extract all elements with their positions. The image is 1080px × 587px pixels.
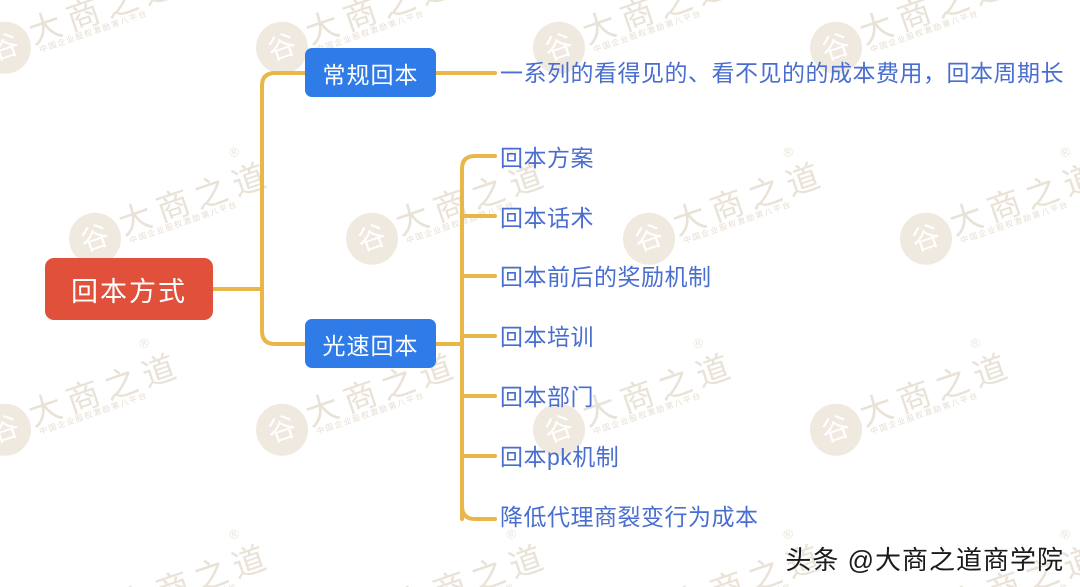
leaf-label-reward-mechanism[interactable]: 回本前后的奖励机制 (500, 264, 712, 290)
leaf-label-payback-department[interactable]: 回本部门 (500, 384, 594, 410)
leaf-label-regular-cost-description[interactable]: 一系列的看得见的、看不见的的成本费用，回本周期长 (500, 60, 1064, 86)
leaf-label-reduce-agent-fission-cost[interactable]: 降低代理商裂变行为成本 (500, 504, 759, 530)
branch-node-lightspeed-payback[interactable]: 光速回本 (305, 319, 436, 368)
leaf-label-payback-script[interactable]: 回本话术 (500, 205, 594, 231)
leaf-label-payback-pk-mechanism[interactable]: 回本pk机制 (500, 444, 620, 470)
branch-node-regular-payback[interactable]: 常规回本 (305, 48, 436, 97)
leaf-label-payback-training[interactable]: 回本培训 (500, 324, 594, 350)
attribution-text: 头条 @大商之道商学院 (785, 545, 1064, 575)
leaf-label-payback-plan[interactable]: 回本方案 (500, 145, 594, 171)
root-node[interactable]: 回本方式 (45, 258, 213, 320)
